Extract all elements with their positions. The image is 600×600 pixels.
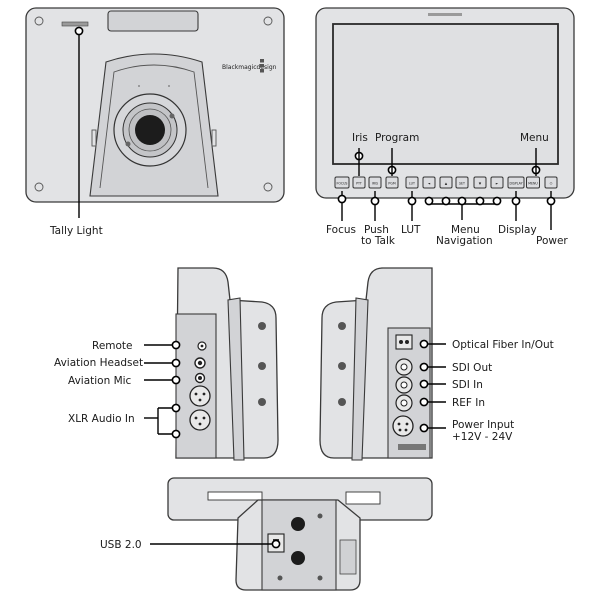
monitor-key-label: MENU [528, 182, 538, 186]
tally-light-indicator [61, 21, 89, 27]
brand-logo: Blackmagicdesign [222, 64, 277, 71]
monitor-key[interactable] [507, 176, 525, 189]
label-optical-fiber: Optical Fiber In/Out [452, 339, 554, 351]
camera-right-side-view [319, 267, 433, 461]
label-menu-navigation-1: Menu [451, 224, 480, 236]
label-menu-navigation-2: Navigation [436, 235, 493, 247]
monitor-key-label: ⏻ [550, 182, 553, 186]
handle-recess [107, 10, 199, 32]
label-focus: Focus [326, 224, 356, 236]
monitor-key-label: FOCUS [337, 182, 348, 186]
monitor-key[interactable] [490, 176, 504, 189]
label-sdi-in: SDI In [452, 379, 483, 391]
monitor-key[interactable] [544, 176, 558, 189]
label-program: Program [375, 132, 419, 144]
camera-left-side-view [175, 267, 279, 461]
monitor-key[interactable] [385, 176, 399, 189]
monitor-key-label: ◄ [428, 182, 431, 186]
label-tally-light: Tally Light [49, 225, 103, 237]
vent-grille [339, 539, 357, 575]
label-power-input-2: +12V - 24V [452, 431, 513, 443]
monitor-key-row: FOCUS PTT IRIS PGM LUT ◄ ▲ SET ▼ ► DISPLAY MENU ⏻ [334, 176, 558, 189]
corner-screw [263, 16, 273, 26]
monitor-key[interactable] [526, 176, 540, 189]
monitor-key[interactable] [352, 176, 366, 189]
label-lut: LUT [401, 224, 421, 236]
label-remote: Remote [92, 340, 133, 352]
camera-bottom-view [167, 477, 433, 591]
monitor-key-label: SET [459, 182, 465, 186]
monitor-key-label: ► [496, 182, 499, 186]
label-iris: Iris [352, 132, 368, 144]
monitor-key[interactable] [405, 176, 419, 189]
label-xlr-audio-in: XLR Audio In [68, 413, 135, 425]
monitor-key-label: IRIS [372, 182, 378, 186]
label-aviation-headset: Aviation Headset [54, 357, 143, 369]
label-power-input-1: Power Input [452, 419, 514, 431]
camera-front-view: Blackmagicdesign [25, 7, 285, 203]
corner-screw [34, 16, 44, 26]
monitor-key[interactable] [455, 176, 469, 189]
monitor-key[interactable] [473, 176, 487, 189]
monitor-key-label: DISPLAY [509, 182, 522, 186]
corner-screw [34, 182, 44, 192]
label-display: Display [498, 224, 537, 236]
monitor-key-label: LUT [409, 182, 415, 186]
label-sdi-out: SDI Out [452, 362, 492, 374]
monitor-key[interactable] [422, 176, 436, 189]
label-aviation-mic: Aviation Mic [68, 375, 132, 387]
monitor-key-label: ▲ [445, 182, 448, 186]
label-ref-in: REF In [452, 397, 485, 409]
right-panel-connectors [392, 334, 426, 450]
label-usb: USB 2.0 [100, 539, 142, 551]
lens-mount [113, 93, 187, 167]
monitor-key-label: ▼ [479, 182, 482, 186]
left-panel-jacks [189, 341, 211, 431]
lcd-screen [332, 23, 559, 165]
camera-monitor-view: FOCUS PTT IRIS PGM LUT ◄ ▲ SET ▼ ► DISPLAY MENU ⏻ [315, 7, 575, 199]
left-side-callouts [144, 340, 181, 439]
monitor-key-label: PGM [388, 182, 395, 186]
monitor-key[interactable] [439, 176, 453, 189]
monitor-key[interactable] [368, 176, 382, 189]
monitor-callouts [337, 148, 556, 230]
right-side-callouts [419, 339, 446, 433]
monitor-key[interactable] [334, 176, 350, 189]
monitor-key-label: PTT [356, 182, 362, 186]
label-push-to-talk-1: Push [364, 224, 389, 236]
label-power: Power [536, 235, 568, 247]
brand-logo-mark [260, 59, 264, 73]
label-push-to-talk-2: to Talk [361, 235, 396, 247]
corner-screw [263, 182, 273, 192]
label-menu: Menu [520, 132, 549, 144]
